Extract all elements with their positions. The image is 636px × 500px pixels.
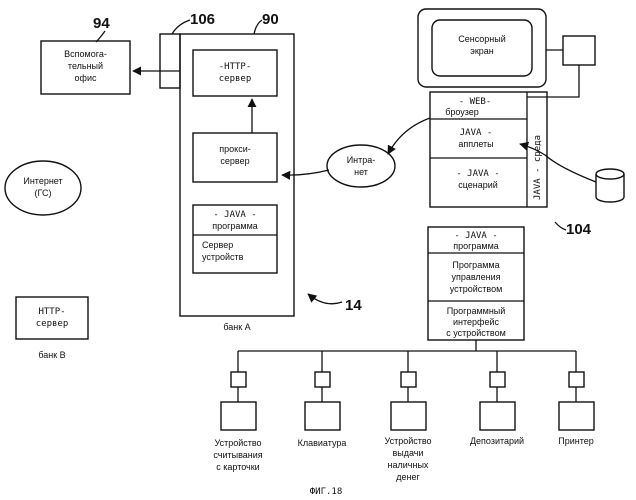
bank-b-http-server: HTTP- сервер [16,297,88,339]
firewall-106 [160,34,180,88]
ref-14-arrow [308,294,342,304]
proxy-label-1: прокси- [219,144,250,154]
ref-104-leader [555,222,566,230]
bank-b-label: банк B [38,350,65,360]
kiosk-java-label-2: программа [453,241,499,251]
device-card-reader: Устройство считывания с карточки [213,351,262,472]
touch-screen-monitor: Сенсорный экран [418,9,546,87]
device-mgmt-label-1: Программа [452,260,499,270]
bank-a-label: банк A [223,322,250,332]
intranet-label-1: Интра- [347,155,376,165]
storage-cylinder [596,169,624,202]
device-cash-dispenser: Устройство выдачи наличных денег [384,351,431,482]
web-browser-label-1: - WEB- [459,97,492,107]
arrow-intranet-to-proxy [282,170,329,175]
card-reader-label-3: с карточки [216,462,259,472]
device-api-label-1: Программный [447,306,506,316]
cash-dispenser-label-1: Устройство [384,436,431,446]
device-server-label-1: Сервер [202,240,233,250]
back-office-label-1: Вспомога- [64,49,107,59]
cash-dispenser-label-4: денег [396,472,420,482]
touch-screen-label-2: экран [470,46,494,56]
ref-90-leader [254,20,262,34]
java-program-a-label-2: программа [212,221,258,231]
arrow-intranet-browser [388,118,430,154]
internet-ellipse: Интернет (ГС) [5,161,81,215]
java-program-a: - JAVA - программа Сервер устройств [193,205,277,273]
intranet-ellipse: Интра- нет [327,145,395,187]
java-script-label-1: - JAVA - [456,169,499,179]
arrow-storage-to-applets [520,144,596,182]
device-server-label-2: устройств [202,252,244,262]
ref-106-leader [172,20,190,34]
device-printer: Принтер [558,351,594,446]
back-office-label-2: тельный [68,61,103,71]
bank-b-server-label-2: сервер [36,319,69,329]
bank-b-server-label-1: HTTP- [38,307,65,317]
touch-screen-label-1: Сенсорный [458,34,506,44]
depository-label: Депозитарий [470,436,524,446]
keyboard-label: Клавиатура [298,438,347,448]
ref-14: 14 [345,297,362,314]
device-mgmt-label-3: устройством [450,284,503,294]
device-api-label-3: с устройством [446,328,506,338]
device-mgmt-label-2: управления [451,272,500,282]
cash-dispenser-label-3: наличных [388,460,429,470]
java-program-a-label-1: - JAVA - [213,210,256,220]
intranet-label-2: нет [354,167,368,177]
device-depository: Депозитарий [470,351,524,446]
ref-104: 104 [566,221,592,238]
printer-label: Принтер [558,436,594,446]
ref-90: 90 [262,11,279,28]
device-keyboard: Клавиатура [298,351,347,448]
device-api-label-2: интерфейс [453,317,499,327]
java-applets-label-2: апплеты [458,139,493,149]
java-script-label-2: сценарий [458,180,498,190]
java-applets-label-1: JAVA - [460,128,493,138]
back-office-label-3: офис [75,73,97,83]
http-server-label-2: сервер [219,74,252,84]
proxy-label-2: сервер [220,156,249,166]
figure-caption: ФИГ.18 [310,487,343,497]
ref-106: 106 [190,11,215,28]
cash-dispenser-label-2: выдачи [392,448,423,458]
kiosk-java-label-1: - JAVA - [454,231,497,241]
bank-a-http-server: -HTTP- сервер [193,50,277,96]
java-env-label: JAVA - среда [533,135,543,200]
proxy-server: прокси- сервер [193,133,277,182]
card-reader-label-2: считывания [213,450,262,460]
browser-stack: - WEB- броузер JAVA - апплеты - JAVA - с… [430,92,547,207]
ref-94: 94 [93,15,110,32]
http-server-label-1: -HTTP- [219,62,252,72]
card-reader-label-1: Устройство [214,438,261,448]
back-office-box: Вспомога- тельный офис [41,41,130,94]
internet-label-1: Интернет [23,176,62,186]
device-stack: - JAVA - программа Программа управления … [428,227,524,340]
internet-label-2: (ГС) [35,188,52,198]
web-browser-label-2: броузер [445,107,479,117]
kiosk-cpu-box [563,36,595,65]
